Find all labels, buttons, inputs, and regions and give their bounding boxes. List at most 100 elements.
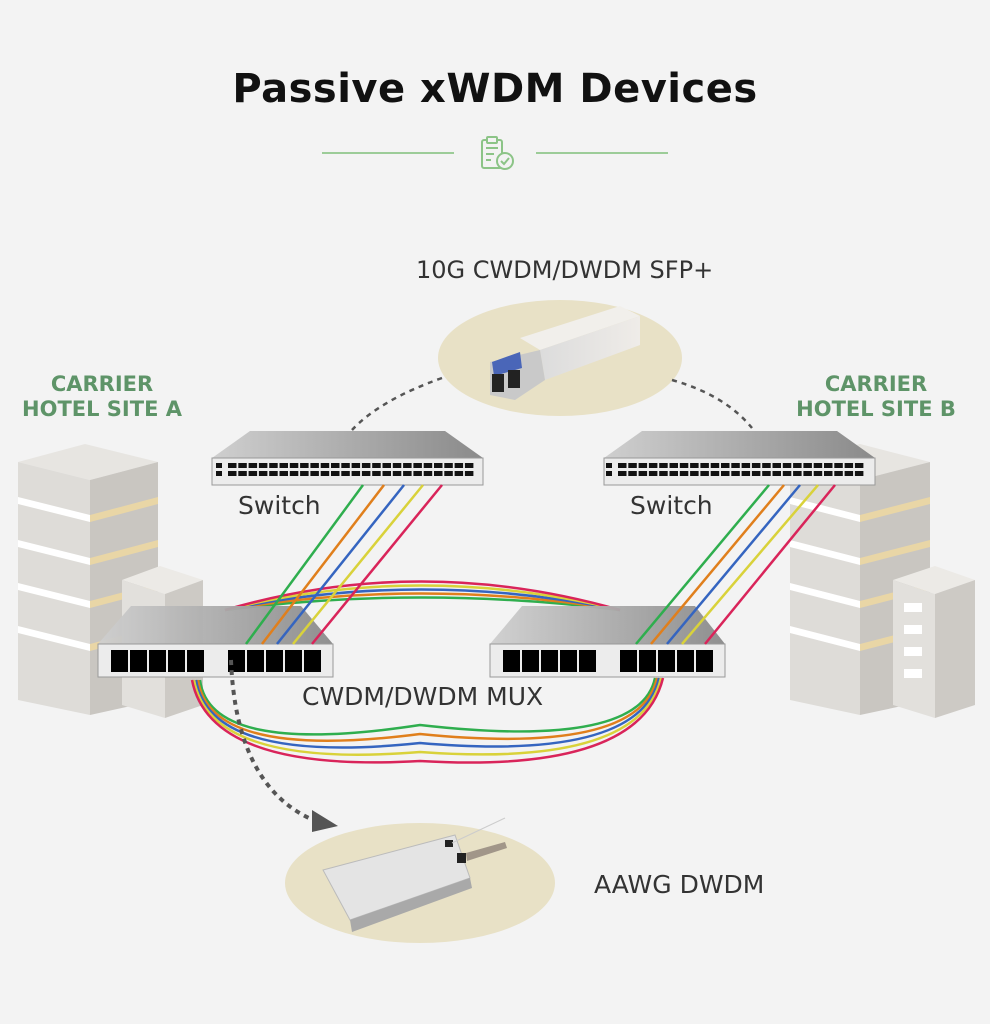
mux-port [620,650,637,672]
mux-port [503,650,520,672]
switch-port [413,471,422,476]
switch-port [762,463,771,468]
fiber-drop-left [261,484,385,645]
fiber-ring [190,580,665,764]
switch-port [454,471,464,476]
switch-port [751,471,761,476]
switch-port [844,463,854,468]
aawg-module [322,817,507,932]
switch-port [854,471,864,476]
switch-port [679,463,689,468]
sfp-label: 10G CWDM/DWDM SFP+ [416,256,714,284]
site-b-line1: CARRIER [824,372,928,396]
site-a-label: CARRIER HOTEL SITE A [12,372,192,422]
switch-port [659,471,668,476]
switch-port [444,471,453,476]
aawg-link [229,659,319,824]
switch-port [361,463,371,468]
switch-port [413,463,422,468]
title-divider-left [322,152,454,154]
switch-left[interactable] [211,431,484,486]
switch-port [331,463,340,468]
switch-port [228,471,237,476]
mux-port [168,650,185,672]
site-a-line1: CARRIER [50,372,154,396]
aawg-label: AAWG DWDM [594,870,765,899]
switch-port [434,463,443,468]
mux-port [579,650,596,672]
switch-port [392,471,402,476]
switch-port [258,463,268,468]
switch-port [638,463,648,468]
fiber-drop-right [681,484,819,645]
switch-port [793,471,802,476]
switch-port [216,471,222,476]
fiber-ring-bottom [196,677,659,742]
switch-port [423,463,433,468]
site-b-label: CARRIER HOTEL SITE B [786,372,966,422]
fiber-drop-right [666,484,801,645]
mux-right[interactable] [489,606,726,678]
mux-port [187,650,204,672]
mux-port [677,650,694,672]
mux-port [228,650,245,672]
switch-port [300,463,309,468]
switch-right[interactable] [603,431,876,486]
switch-port [721,471,730,476]
switch-port [741,471,751,476]
switch-port [289,471,299,476]
switch-port [824,463,833,468]
switch-port [341,463,350,468]
switch-port [238,463,247,468]
switch-port [700,471,709,476]
switch-port [310,471,319,476]
switch-port [269,463,278,468]
fiber-ring-bottom [194,677,661,749]
switch-port [434,471,443,476]
clipboard-check-icon [481,136,514,170]
fiber-drop-right [635,484,770,645]
switch-port [228,463,237,468]
switch-port [648,463,658,468]
switch-port [464,471,474,476]
mux-port [285,650,302,672]
switch-port [751,463,761,468]
fiber-drop-left [292,484,424,645]
switch-port [772,471,781,476]
switch-port [351,471,361,476]
switch-port [361,471,371,476]
switch-port [710,471,720,476]
switch-port [669,471,678,476]
switch-port [258,471,268,476]
switch-port [834,471,843,476]
switch-port [320,463,330,468]
switch-port [854,463,864,468]
fiber-ring-bottom [198,677,657,736]
mux-left[interactable] [97,606,334,678]
mux-port [639,650,656,672]
fiber-drop-left [276,484,405,645]
sfp-link-left [351,376,443,431]
mux-port [658,650,675,672]
switch-port [403,471,412,476]
mux-port [696,650,713,672]
switch-port [464,463,474,468]
sfp-module [490,306,640,400]
switch-port [813,471,823,476]
mux-label: CWDM/DWDM MUX [302,682,544,711]
switch-port [341,471,350,476]
switch-port [269,471,278,476]
switch-port [700,463,709,468]
switch-port [824,471,833,476]
switch-port [659,463,668,468]
mux-port [149,650,166,672]
switch-port [690,471,699,476]
switch-port [628,463,637,468]
switch-port [351,463,361,468]
switch-port [279,471,288,476]
switch-port [803,471,812,476]
fiber-ring-top [224,596,621,612]
title-divider-right [536,152,668,154]
fiber-ring-bottom [190,677,665,764]
